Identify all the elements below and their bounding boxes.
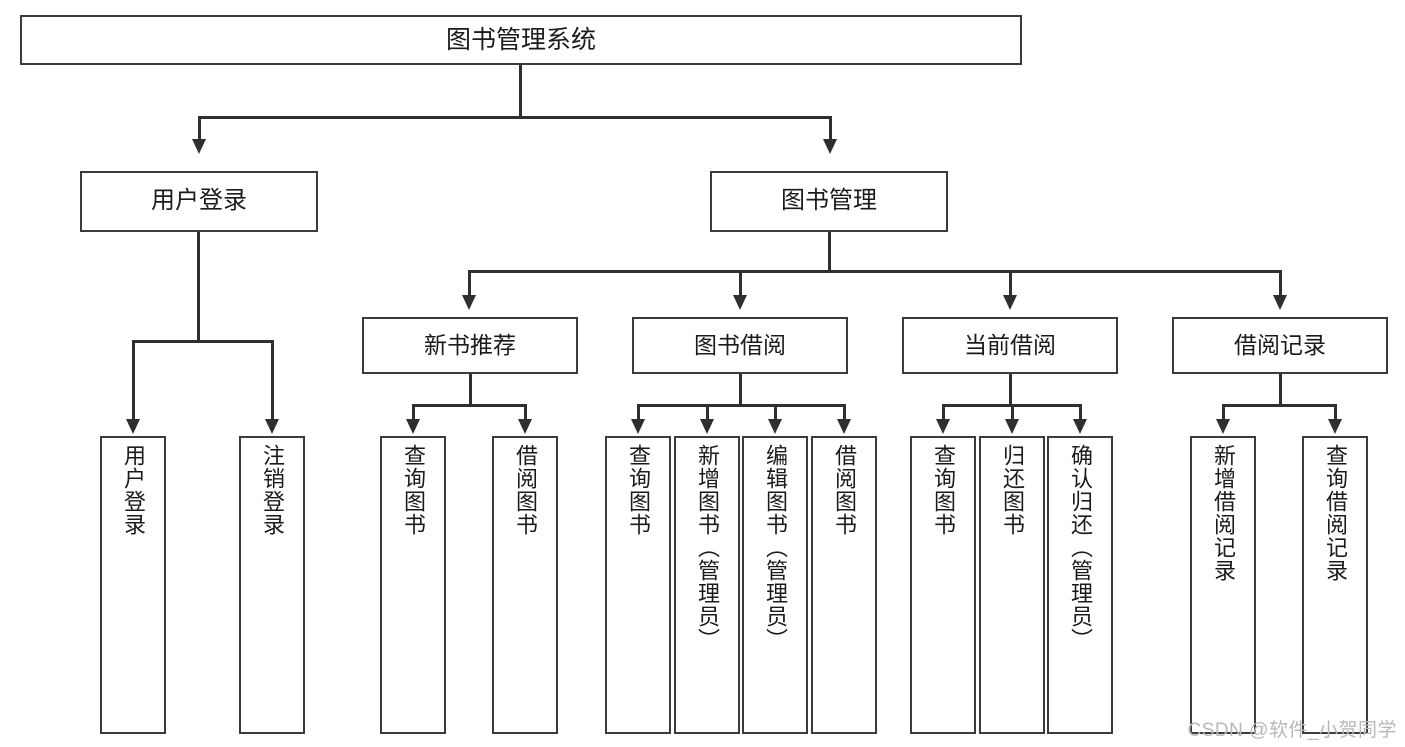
connector-bm-drop-4 (1279, 270, 1282, 296)
leaf-user-login[interactable]: 用户登录 (100, 436, 166, 734)
node-label: 图书管理 (781, 187, 877, 215)
connector-root-drop-left (198, 116, 201, 140)
arrow-to-leaf-bb-1 (631, 419, 645, 434)
node-borrow-record[interactable]: 借阅记录 (1172, 317, 1388, 374)
arrow-to-new-book (462, 295, 476, 310)
arrow-to-leaf-cb-2 (1005, 419, 1019, 434)
node-label: 用户登录 (151, 187, 247, 215)
arrow-to-leaf-cb-1 (936, 419, 950, 434)
arrow-to-leaf-bb-2 (700, 419, 714, 434)
leaf-borrow-edit-book[interactable]: 编辑图书（管理员） (742, 436, 808, 734)
connector-root-bus (198, 116, 832, 119)
arrow-to-leaf-bb-4 (837, 419, 851, 434)
arrow-to-leaf-nb-1 (406, 419, 420, 434)
connector-borrow-record-bus (1222, 404, 1337, 407)
arrow-to-leaf-cb-3 (1073, 419, 1087, 434)
leaf-logout[interactable]: 注销登录 (239, 436, 305, 734)
connector-book-manage-stem (828, 232, 831, 272)
node-book-borrow[interactable]: 图书借阅 (632, 317, 848, 374)
connector-br-drop-2 (1334, 404, 1337, 420)
connector-root-drop-right (829, 116, 832, 140)
arrow-to-leaf-br-2 (1328, 419, 1342, 434)
arrow-to-leaf-nb-2 (518, 419, 532, 434)
connector-new-book-bus (412, 404, 527, 407)
node-label: 借阅记录 (1234, 331, 1326, 358)
node-label: 图书借阅 (694, 331, 786, 358)
leaf-record-query[interactable]: 查询借阅记录 (1302, 436, 1368, 734)
arrow-to-borrow-record (1273, 295, 1287, 310)
leaf-current-query-book[interactable]: 查询图书 (910, 436, 976, 734)
connector-book-manage-bus (468, 270, 1282, 273)
leaf-borrow-query-book[interactable]: 查询图书 (605, 436, 671, 734)
connector-user-login-stem (197, 232, 200, 342)
leaf-current-return-book[interactable]: 归还图书 (979, 436, 1045, 734)
connector-bb-drop-1 (637, 404, 640, 420)
connector-user-login-drop-1 (132, 340, 135, 420)
node-label: 借阅图书 (513, 444, 538, 536)
leaf-current-confirm-return[interactable]: 确认归还（管理员） (1047, 436, 1113, 734)
node-label: 新增图书（管理员） (695, 444, 720, 651)
arrow-to-book-manage (823, 139, 837, 154)
leaf-newbook-query-book[interactable]: 查询图书 (380, 436, 446, 734)
connector-cb-drop-2 (1011, 404, 1014, 420)
connector-user-login-bus (132, 340, 274, 343)
leaf-borrow-borrow-book[interactable]: 借阅图书 (811, 436, 877, 734)
node-label: 借阅图书 (832, 444, 857, 536)
connector-bm-drop-2 (739, 270, 742, 296)
connector-root-stem (519, 65, 522, 118)
connector-cb-drop-1 (942, 404, 945, 420)
node-label: 注销登录 (260, 444, 285, 536)
connector-bm-drop-1 (468, 270, 471, 296)
connector-book-borrow-bus (637, 404, 845, 407)
node-label: 新增借阅记录 (1211, 444, 1236, 582)
node-label: 查询图书 (626, 444, 651, 536)
node-label: 查询图书 (931, 444, 956, 536)
node-label: 当前借阅 (964, 331, 1056, 358)
connector-bm-drop-3 (1009, 270, 1012, 296)
connector-br-drop-1 (1222, 404, 1225, 420)
connector-bb-drop-3 (774, 404, 777, 420)
connector-bb-drop-2 (706, 404, 709, 420)
arrow-to-leaf-logout (265, 419, 279, 434)
connector-bb-drop-4 (843, 404, 846, 420)
connector-book-borrow-stem (739, 374, 742, 406)
leaf-record-add[interactable]: 新增借阅记录 (1190, 436, 1256, 734)
connector-cb-drop-3 (1079, 404, 1082, 420)
connector-new-book-stem (469, 374, 472, 406)
connector-nb-drop-1 (412, 404, 415, 420)
node-label: 图书管理系统 (445, 26, 596, 54)
connector-nb-drop-2 (524, 404, 527, 420)
node-user-login[interactable]: 用户登录 (80, 171, 318, 232)
arrow-to-user-login (192, 139, 206, 154)
node-current-borrow[interactable]: 当前借阅 (902, 317, 1118, 374)
node-label: 编辑图书（管理员） (763, 444, 788, 651)
arrow-to-current-borrow (1003, 295, 1017, 310)
node-label: 确认归还（管理员） (1068, 444, 1093, 651)
leaf-borrow-add-book[interactable]: 新增图书（管理员） (674, 436, 740, 734)
arrow-to-leaf-bb-3 (768, 419, 782, 434)
node-new-book[interactable]: 新书推荐 (362, 317, 578, 374)
leaf-newbook-borrow-book[interactable]: 借阅图书 (492, 436, 558, 734)
node-label: 新书推荐 (424, 331, 516, 358)
node-book-manage[interactable]: 图书管理 (710, 171, 948, 232)
connector-user-login-drop-2 (271, 340, 274, 420)
node-label: 归还图书 (1000, 444, 1025, 536)
node-label: 用户登录 (121, 444, 146, 536)
watermark-text: CSDN @软件_小贺同学 (1187, 720, 1397, 741)
arrow-to-leaf-br-1 (1216, 419, 1230, 434)
node-label: 查询借阅记录 (1323, 444, 1348, 582)
node-label: 查询图书 (401, 444, 426, 536)
node-root-system[interactable]: 图书管理系统 (20, 15, 1022, 65)
arrow-to-book-borrow (733, 295, 747, 310)
connector-borrow-record-stem (1279, 374, 1282, 406)
connector-current-borrow-stem (1009, 374, 1012, 406)
arrow-to-leaf-user-login (126, 419, 140, 434)
